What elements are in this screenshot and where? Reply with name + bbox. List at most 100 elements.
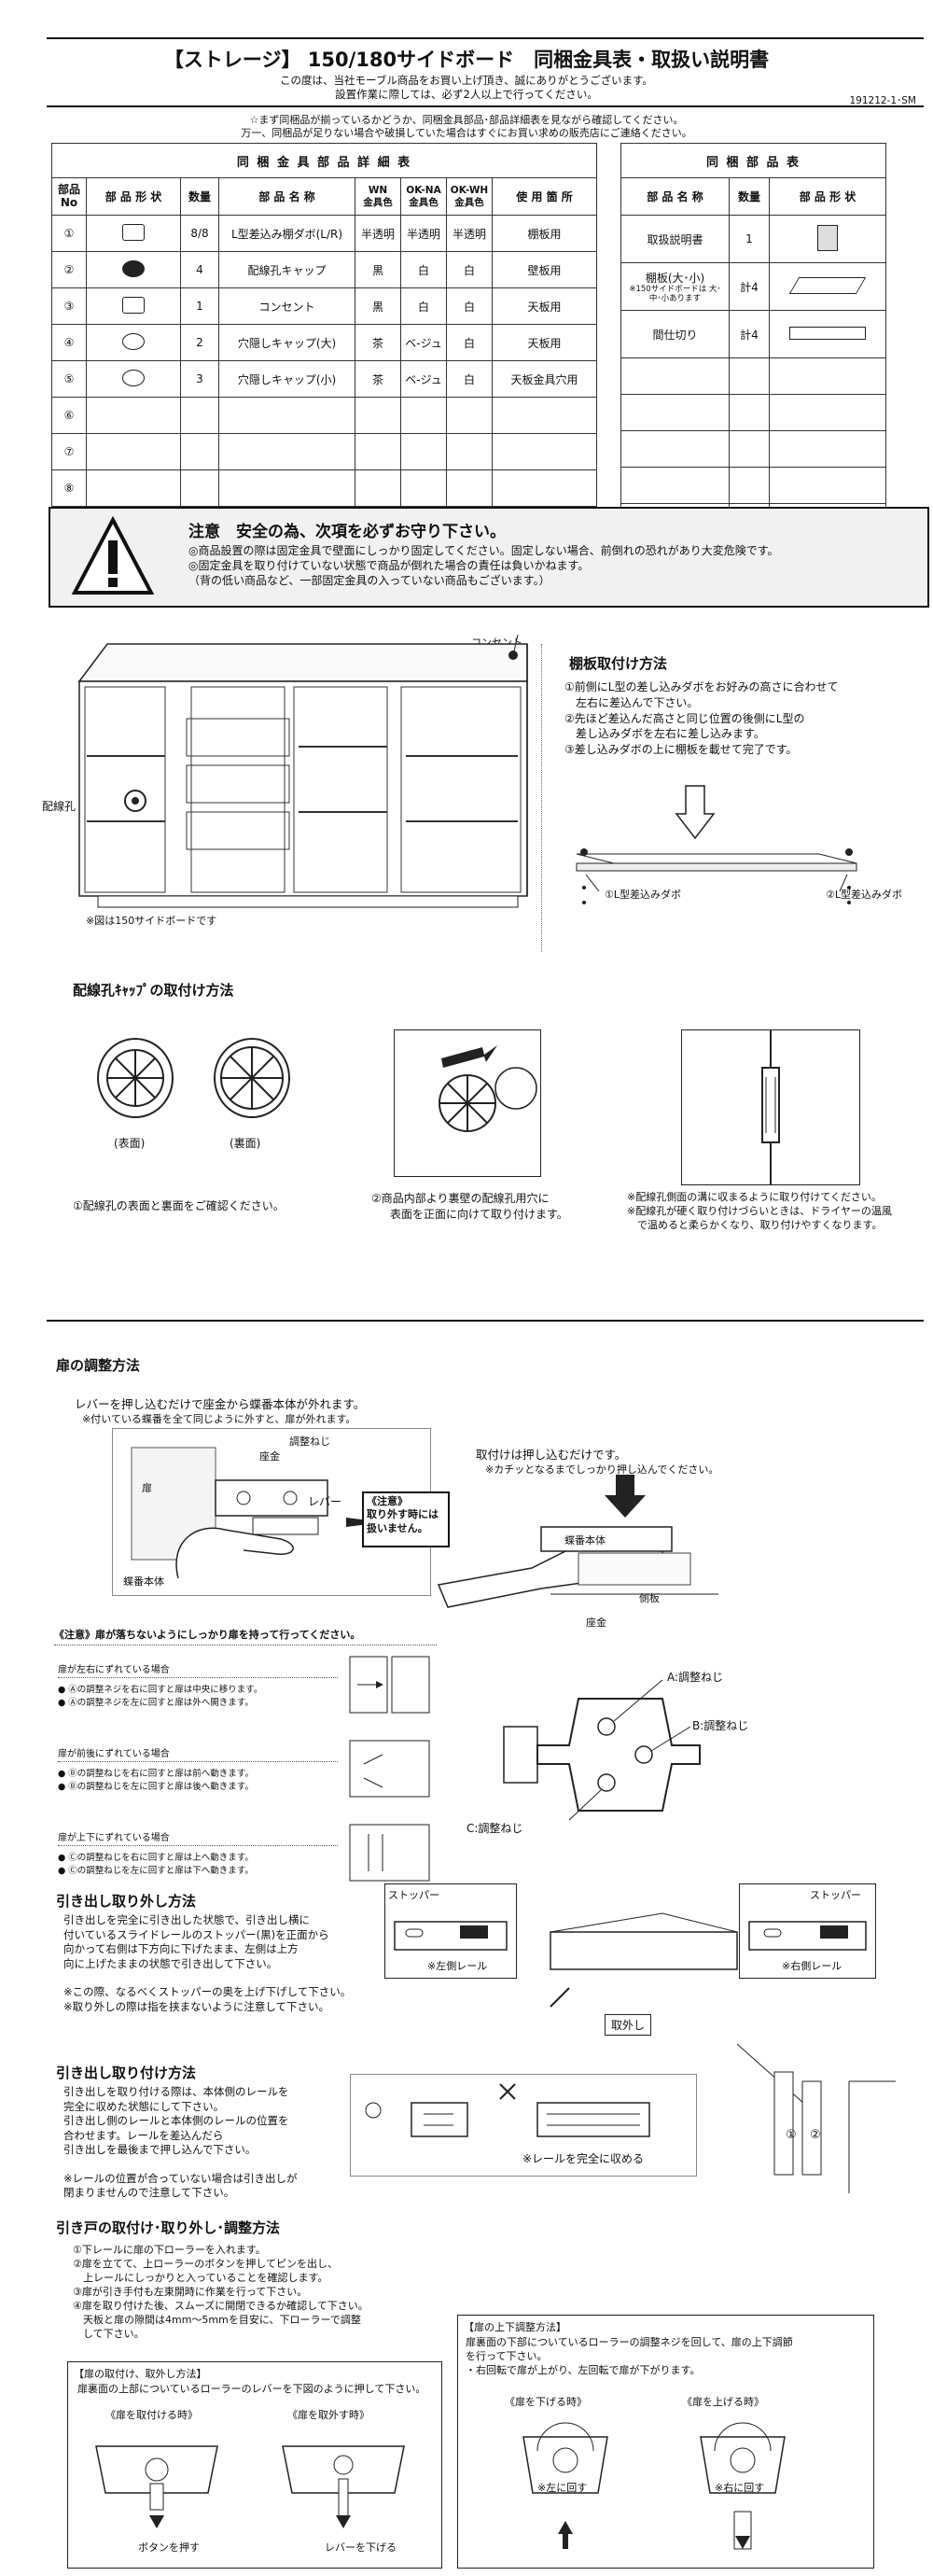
notice-line-1: ☆まず同梱品が揃っているかどうか、同梱金具部品･部品詳細表を見ながら確認してくだ… xyxy=(249,114,684,126)
lever-label: レバー xyxy=(308,1495,342,1508)
hinge-attach-illustration xyxy=(437,1475,718,1608)
shelf-step-line: 差し込みダボを左右に差し込みます。 xyxy=(564,727,765,741)
text-line: して下さい。 xyxy=(73,2328,145,2340)
cap-section-title: 配線孔ｷｬｯﾌﾟの取付け方法 xyxy=(73,982,234,999)
text-line: ※この際、なるべくストッパーの奥を上げ下げして下さい。 xyxy=(63,1985,352,1999)
part-okna-cell: 白 xyxy=(400,251,447,288)
text-line: 向に上げたままの状態で引き出して下さい。 xyxy=(63,1956,278,1970)
cap-front-label: (表面) xyxy=(114,1137,146,1150)
part-qty-cell: 4 xyxy=(180,251,219,288)
drawer-remove-text: 引き出しを完全に引き出した状態で、引き出し横に付いているスライドレールのストッパ… xyxy=(63,1913,351,2014)
turn-left-label: ※左に回す xyxy=(537,2482,588,2494)
part-wn-cell: 黒 xyxy=(355,287,401,325)
wire-cap-back-illustration xyxy=(214,1038,290,1118)
door-case-block: 扉が上下にずれている場合● Ⓒの調整ねじを右に回すと扉は上へ動きます。● Ⓒの調… xyxy=(58,1831,338,1879)
bundle-note: ※150サイドボードは 大･中･小あります xyxy=(629,285,721,303)
cap-note-1: ※配線孔側面の溝に収まるように取り付けてください。 xyxy=(627,1191,882,1203)
text-line: 引き出しを最後まで押し込んで下さい。 xyxy=(63,2143,257,2157)
part-okna-cell xyxy=(400,397,447,434)
attach-title: 取付けは押し込むだけです。 xyxy=(476,1448,627,1462)
bundle-empty-cell xyxy=(729,430,770,468)
hole-cap-large-icon xyxy=(122,332,145,350)
part-name-cell xyxy=(218,433,355,470)
roller-lower-illustration xyxy=(522,2422,608,2549)
text-line: 付いているスライドレールのストッパー(黒)を正面から xyxy=(63,1927,329,1941)
part-okna-cell: ベ-ジュ xyxy=(400,324,447,361)
part-no-cell: ④ xyxy=(51,324,87,361)
parts-row: ⑥ xyxy=(51,397,597,434)
text-line: 完全に収めた状態にして下さい。 xyxy=(63,2099,225,2113)
push-button-label: ボタンを押す xyxy=(138,2541,200,2554)
bundle-name: 棚板(大･小) xyxy=(645,272,705,286)
part-name-cell xyxy=(218,469,355,507)
hole-cap-small-icon xyxy=(122,369,145,386)
part-okna-cell xyxy=(400,469,447,507)
screw-label: 調整ねじ xyxy=(289,1435,330,1448)
sliding-text: ①下レールに扉の下ローラーを入れます。②扉を立てて、上ローラーのボタンを押してピ… xyxy=(73,2244,369,2342)
bundle-empty-row xyxy=(620,394,886,431)
warning-line-1: ◎商品設置の際は固定金具で壁面にしっかり固定してください。固定しない場合、前倒れ… xyxy=(188,544,779,557)
rail-attach-illustration xyxy=(365,2083,650,2137)
raise-when-label: 《扉を上げる時》 xyxy=(682,2396,764,2408)
part-no-cell: ⑧ xyxy=(51,469,87,507)
drawer-pull-illustration xyxy=(550,1912,738,2008)
bundle-name: 間仕切り xyxy=(652,328,698,342)
left-rail-illustration xyxy=(394,1921,508,1951)
shelf-step-line: ①前側にL型の差し込みダボをお好みの高さに合わせて xyxy=(564,680,839,693)
text-line: 閉まりませんので注意して下さい。 xyxy=(63,2186,235,2200)
caution-body: 取り外す時には 扱いません。 xyxy=(367,1508,439,1534)
bundle-shape-cell xyxy=(769,310,886,358)
part-qty-cell: 8/8 xyxy=(180,215,219,252)
cap-groove-illustration xyxy=(761,1030,780,1184)
part-name-cell: 配線孔キャップ xyxy=(218,251,355,288)
cap-note-3: で温めると柔らかくなり、取り付けやすくなります。 xyxy=(627,1219,883,1231)
part-no-cell: ② xyxy=(51,251,87,288)
cap-install-illustration xyxy=(439,1045,537,1132)
shelf-step-line: 左右に差込んで下さい。 xyxy=(564,695,699,709)
bundle-empty-row xyxy=(620,430,886,468)
outlet-icon xyxy=(122,296,145,314)
text-line: 引き出し側のレールと本体側のレールの位置を xyxy=(63,2114,289,2128)
part-no-cell: ⑥ xyxy=(51,397,87,434)
bundle-qty-cell: 計4 xyxy=(729,310,770,358)
door-case-l2: ● Ⓑの調整ねじを左に回すと扉は後へ動きます。 xyxy=(58,1782,254,1793)
document-number: 191212-1･SM xyxy=(849,95,916,106)
col-okna: OK-NA 金具色 xyxy=(400,177,447,216)
screw-b-label: B:調整ねじ xyxy=(692,1719,749,1732)
bundle-col-qty: 数量 xyxy=(729,177,770,216)
drawer-attach-text: 引き出しを取り付ける際は、本体側のレールを完全に収めた状態にして下さい。引き出し… xyxy=(63,2085,298,2201)
part-no-cell: ① xyxy=(51,215,87,252)
bundle-empty-row xyxy=(620,357,886,395)
part-shape-cell xyxy=(86,324,181,361)
intro-line-2: 設置作業に際しては、必ず2人以上で行ってください。 xyxy=(335,88,598,101)
part-place-cell: 棚板用 xyxy=(492,215,597,252)
lower-when-label: 《扉を下げる時》 xyxy=(505,2396,587,2408)
warning-title: 注意 安全の為、次項を必ずお守り下さい。 xyxy=(188,523,506,541)
part-okwh-cell: 半透明 xyxy=(446,215,493,252)
col-okwh: OK-WH 金具色 xyxy=(446,177,493,216)
parts-detail-table: 同 梱 金 具 部 品 詳 細 表 部品 No 部 品 形 状 数量 部 品 名… xyxy=(51,143,597,507)
figure-note: ※図は150サイドボードです xyxy=(86,915,217,927)
part-shape-cell xyxy=(86,251,181,288)
turn-right-label: ※右に回す xyxy=(715,2482,765,2494)
cap-groove-figure xyxy=(681,1029,860,1185)
hinge-label: 蝶番本体 xyxy=(123,1575,164,1588)
col-name: 部 品 名 称 xyxy=(218,177,355,216)
bundle-name-cell: 棚板(大･小)※150サイドボードは 大･中･小あります xyxy=(620,262,730,311)
bundle-shape-cell xyxy=(769,215,886,263)
col-shape: 部 品 形 状 xyxy=(86,177,181,216)
text-line xyxy=(63,2158,298,2172)
page-break-rule xyxy=(47,1320,924,1322)
attach-hinge-label: 蝶番本体 xyxy=(564,1534,606,1547)
sliding-box2-line1: 扉裏面の下部についているローラーの調整ネジを回して、扉の上下調節 xyxy=(466,2336,793,2348)
right-stopper-label: ストッパー xyxy=(810,1889,861,1901)
shelf-steps: ①前側にL型の差し込みダボをお好みの高さに合わせて 左右に差込んで下さい。②先ほ… xyxy=(564,679,838,758)
col-wn: WN 金具色 xyxy=(355,177,401,216)
cap-install-figure xyxy=(394,1029,541,1177)
text-line: ④扉を取り付けた後、スムーズに開閉できるか確認して下さい。 xyxy=(73,2300,369,2312)
figure-divider xyxy=(541,644,542,952)
part-no-cell: ⑦ xyxy=(51,433,87,470)
part-okwh-cell xyxy=(446,433,493,470)
door-shift-fb-illustration xyxy=(349,1740,430,1798)
